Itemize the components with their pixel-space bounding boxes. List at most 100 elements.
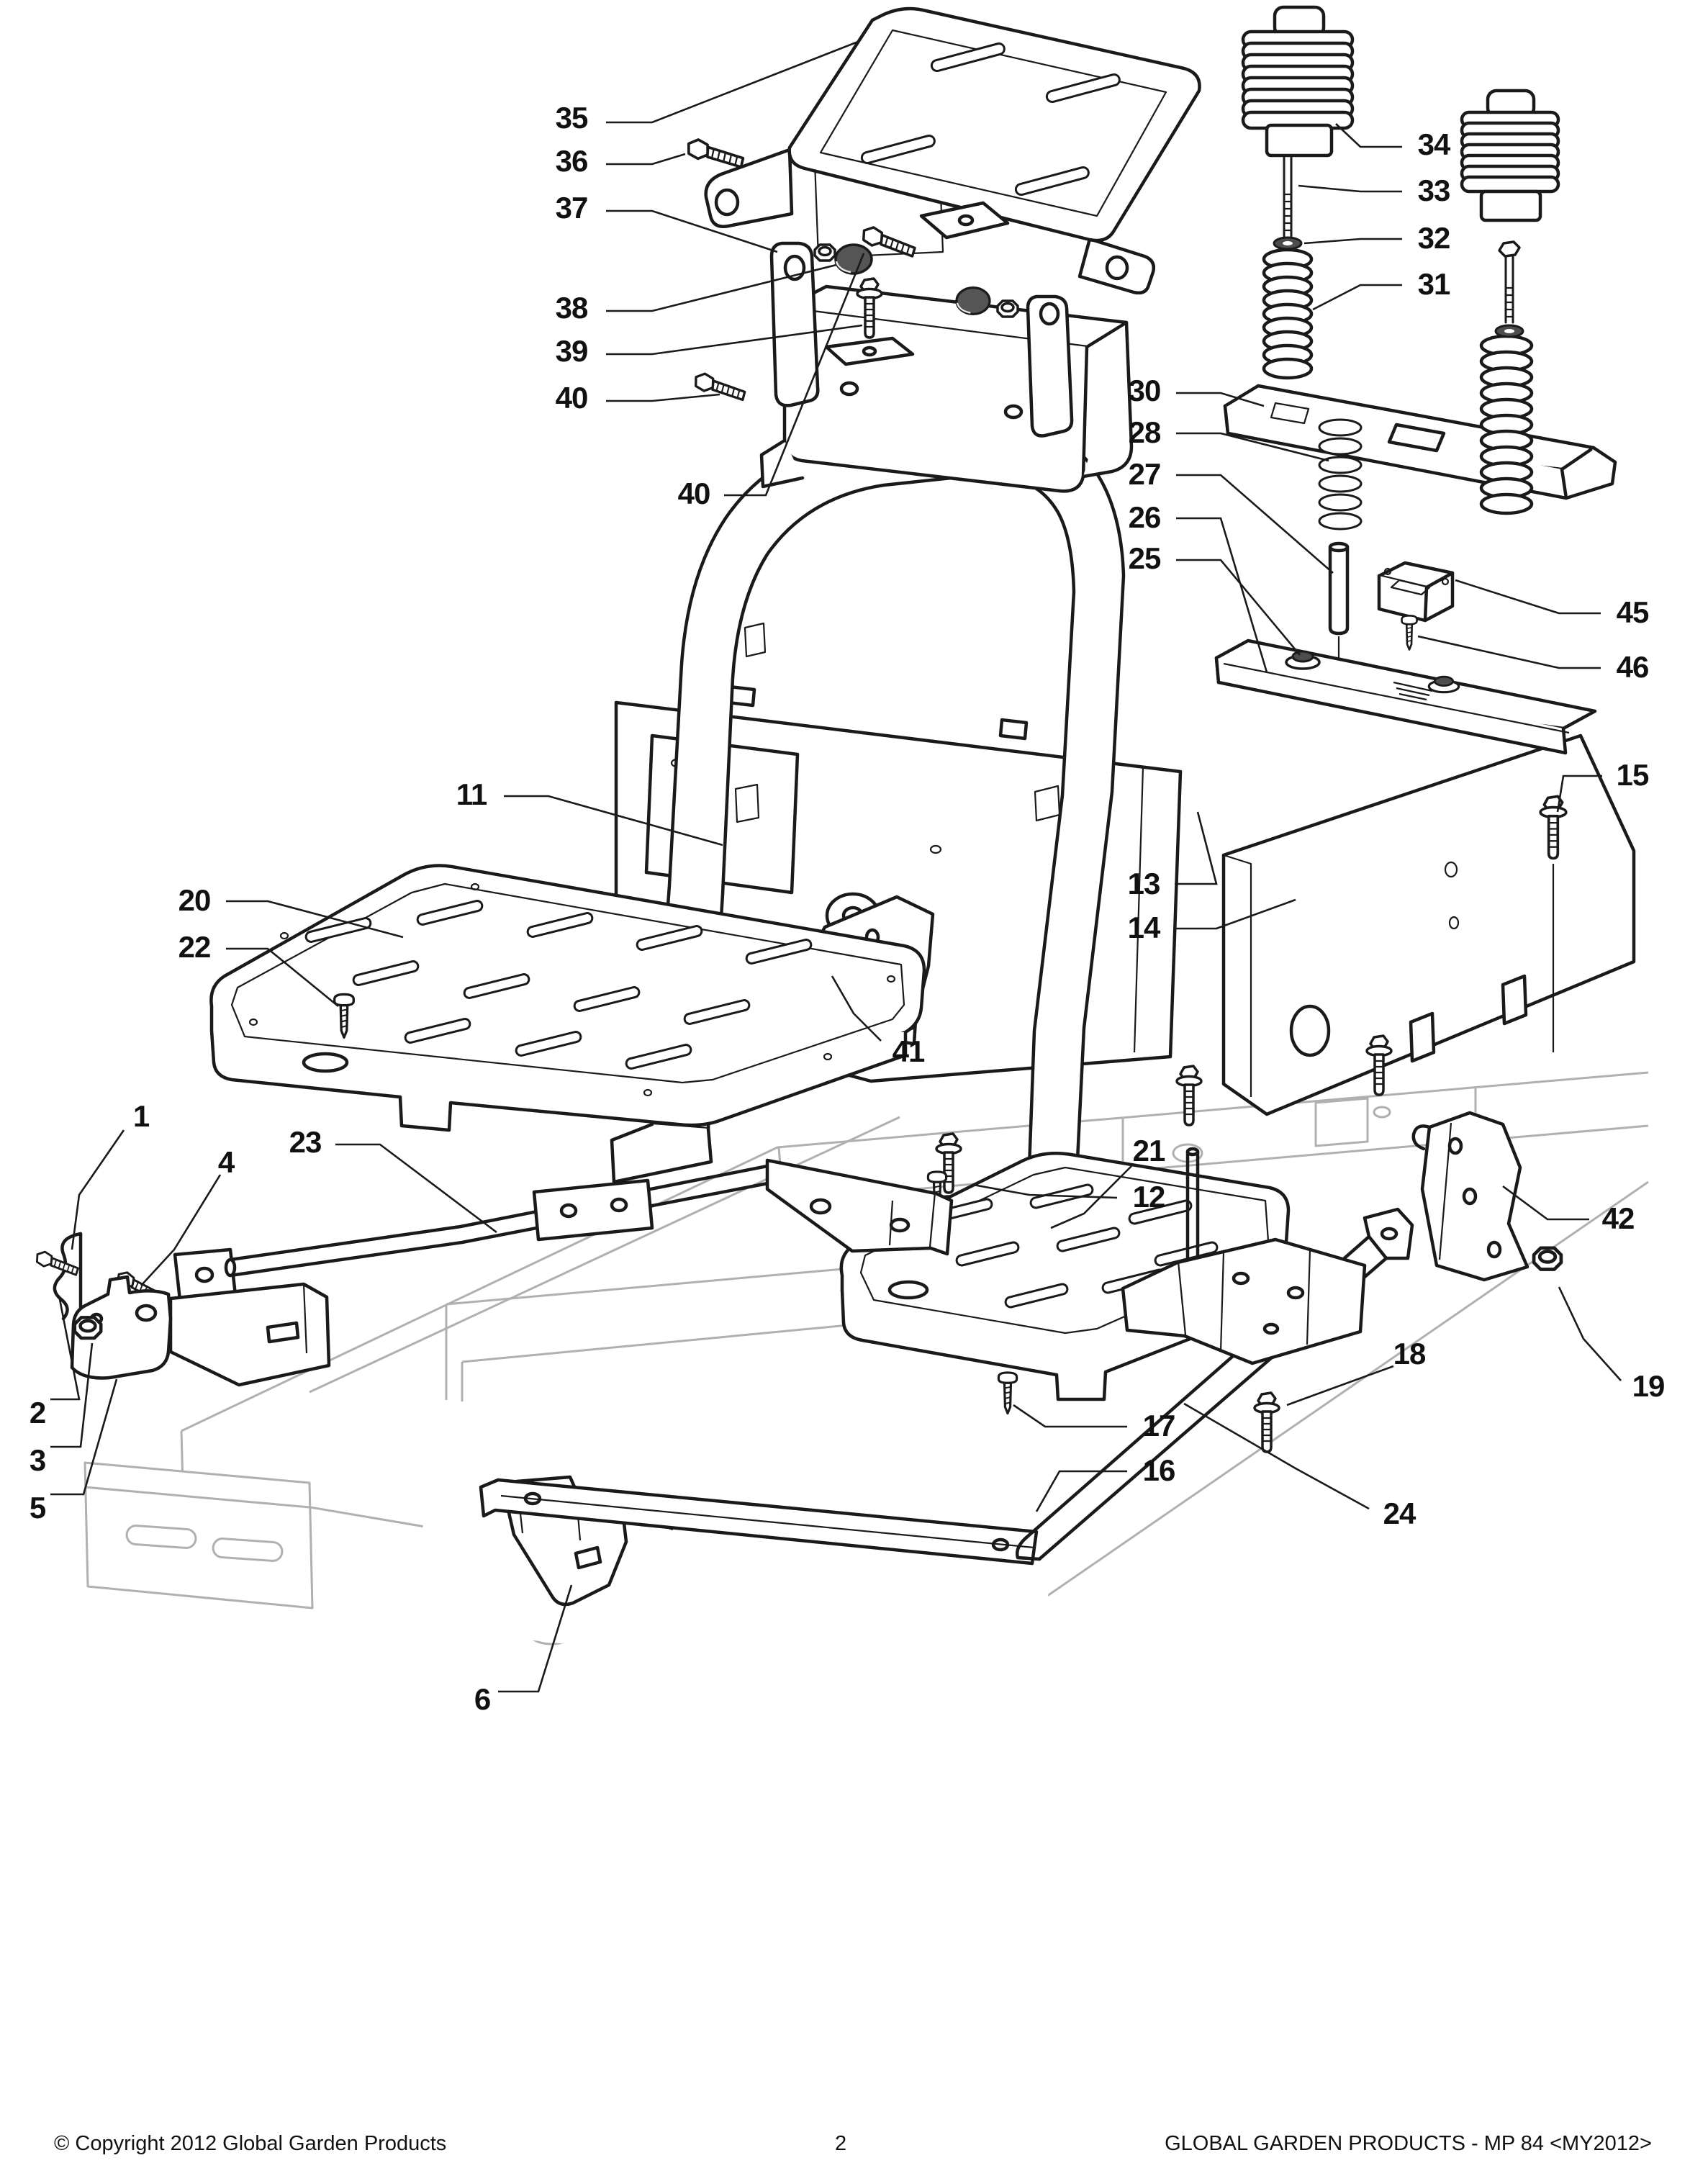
part-washer-right [1494, 324, 1524, 338]
leader-12 [972, 1183, 1118, 1199]
callout-20: 20 [179, 883, 211, 917]
leader-15 [1556, 775, 1602, 813]
leader-19 [1558, 1286, 1622, 1381]
leader-1 [71, 1129, 125, 1250]
white-mask [420, 1398, 1052, 1696]
leader-28 [1176, 432, 1329, 462]
callout-22: 22 [179, 930, 211, 964]
part-screw-46 [1401, 614, 1418, 651]
part-bolt-right [1498, 240, 1521, 324]
leader-2 [50, 1295, 81, 1401]
part-seat-plate-35 [704, 6, 1201, 295]
leader-26 [1176, 517, 1268, 673]
part-screw-17 [997, 1371, 1018, 1415]
leader-27 [1176, 474, 1334, 574]
leader-35 [606, 40, 859, 124]
leader-41 [831, 975, 882, 1042]
leader-39 [606, 324, 863, 356]
part-spring-right [1479, 334, 1534, 515]
callout-21: 21 [1133, 1134, 1165, 1168]
part-stud-2 [34, 1249, 81, 1276]
callout-15: 15 [1617, 758, 1649, 792]
part-bracket-5 [70, 1275, 331, 1387]
callout-30: 30 [1129, 374, 1161, 407]
leader-23 [335, 1143, 497, 1234]
callout-33: 33 [1418, 173, 1450, 207]
part-strap-right [1026, 294, 1074, 438]
part-nut-right [996, 299, 1019, 318]
leader-34 [1335, 123, 1402, 148]
leader-3 [50, 1342, 94, 1448]
callout-19: 19 [1632, 1369, 1665, 1403]
part-panel-14 [1175, 733, 1636, 1126]
leader-37 [606, 209, 778, 253]
callout-24: 24 [1383, 1496, 1416, 1530]
leader-40 [606, 393, 720, 402]
callout-41: 41 [893, 1034, 925, 1068]
leader-33 [1298, 184, 1402, 193]
callout-42: 42 [1602, 1201, 1635, 1235]
part-bellows-right [1460, 89, 1560, 222]
leader-5 [50, 1378, 118, 1496]
callout-23: 23 [289, 1125, 322, 1159]
part-bellows-left [1241, 5, 1355, 158]
callout-3: 3 [30, 1443, 45, 1477]
part-bolt-36 [684, 137, 746, 169]
callout-40b: 40 [678, 477, 710, 510]
leader-31 [1312, 284, 1402, 311]
callout-46: 46 [1617, 650, 1649, 684]
callout-17: 17 [1143, 1409, 1175, 1442]
part-stabiliser-bar-23 [173, 1158, 954, 1302]
leader-40b [724, 253, 865, 497]
part-bracket-42 [1411, 1111, 1529, 1282]
callout-2: 2 [30, 1396, 45, 1430]
leader-24 [1183, 1402, 1370, 1510]
callout-16: 16 [1143, 1453, 1175, 1487]
page-footer: © Copyright 2012 Global Garden Products … [0, 2132, 1708, 2165]
callout-39: 39 [556, 334, 588, 368]
callout-11: 11 [456, 777, 487, 811]
leader-14 [1175, 898, 1296, 930]
part-strap-37 [769, 241, 820, 407]
part-bolt-15 [1539, 795, 1568, 1052]
footer-product: GLOBAL GARDEN PRODUCTS - MP 84 <MY2012> [1165, 2132, 1652, 2155]
part-latch-block-45 [1377, 561, 1455, 623]
part-support-strap-16 [479, 1478, 1039, 1566]
callout-36: 36 [556, 144, 588, 178]
part-spring-28 [1318, 418, 1363, 530]
part-rubber-cap-right [955, 286, 991, 316]
callout-34: 34 [1418, 127, 1451, 161]
callout-45: 45 [1617, 595, 1649, 629]
callout-40: 40 [556, 381, 588, 415]
part-nut-3 [75, 1317, 101, 1338]
callout-26: 26 [1129, 500, 1161, 534]
leader-16 [1035, 1470, 1127, 1512]
leader-6 [498, 1584, 573, 1693]
leader-42 [1502, 1185, 1589, 1221]
leader-4 [140, 1174, 222, 1286]
part-spring-31 [1262, 248, 1314, 380]
part-pin-27 [1328, 541, 1350, 675]
footer-page-number: 2 [835, 2132, 847, 2155]
leader-11 [504, 795, 723, 846]
part-bolt-18 [1253, 1391, 1280, 1453]
chassis-frame-reference [83, 1071, 1649, 1645]
callout-37: 37 [556, 191, 588, 225]
leader-36 [606, 153, 686, 166]
leader-21 [1050, 1165, 1132, 1229]
callout-13: 13 [1128, 867, 1160, 900]
leader-20 [226, 900, 404, 939]
part-bracket-18-cluster [1121, 1147, 1367, 1365]
callout-38: 38 [556, 291, 588, 325]
part-washer-32 [1273, 236, 1303, 250]
callout-12: 12 [1133, 1180, 1165, 1214]
part-footrest-left-20 [209, 864, 926, 1132]
callout-28: 28 [1129, 415, 1161, 449]
callout-6: 6 [474, 1682, 490, 1716]
part-rubber-cap-38 [834, 243, 873, 275]
callout-32: 32 [1418, 221, 1450, 255]
leader-22 [226, 947, 339, 1008]
panel-bolt [1175, 1065, 1203, 1126]
callout-1: 1 [133, 1099, 150, 1133]
